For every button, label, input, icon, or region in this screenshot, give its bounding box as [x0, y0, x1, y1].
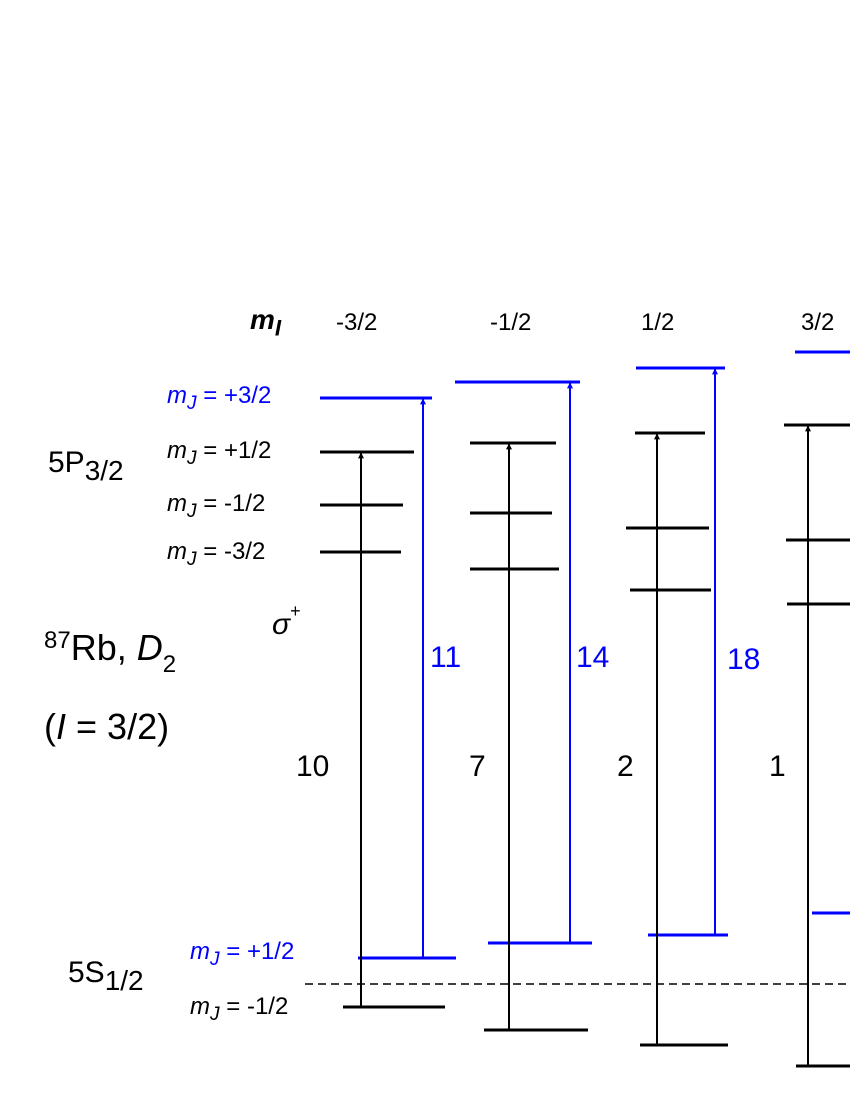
atom-label: 87Rb, D2 — [44, 627, 176, 677]
excited-mJ-label-plus-3-2: mJ = +3/2 — [167, 384, 271, 413]
mJ-subscript: J — [187, 548, 197, 570]
mJ-symbol: m — [167, 437, 187, 464]
ground-mJ-label-minus-1-2: mJ = -1/2 — [190, 995, 288, 1024]
mI-header: mI — [250, 306, 281, 340]
sigma-superscript: + — [290, 601, 301, 621]
ground-state-label: 5S1/2 — [68, 956, 144, 995]
mJ-value: = -3/2 — [196, 538, 266, 565]
mJ-symbol: m — [190, 993, 210, 1020]
mI-value-col-1: -3/2 — [336, 309, 378, 336]
mJ-symbol: m — [190, 938, 210, 965]
column-mI-plus-1-2 — [626, 366, 728, 1047]
polarization-label: σ+ — [272, 602, 301, 641]
excited-mJ-label-minus-1-2: mJ = -1/2 — [167, 492, 265, 521]
column-mI-minus-3-2 — [320, 396, 456, 1009]
mI-value-col-3: 1/2 — [641, 309, 675, 336]
strength-black-col-3: 2 — [617, 750, 634, 783]
atom-element: Rb, — [70, 627, 137, 668]
nuclear-spin-label: (I = 3/2) — [44, 709, 169, 745]
excited-mJ-label-plus-1-2: mJ = +1/2 — [167, 439, 271, 468]
mJ-symbol: m — [167, 382, 187, 409]
mJ-value: = +3/2 — [196, 382, 272, 409]
mJ-subscript: J — [187, 500, 197, 522]
mJ-value: = -1/2 — [196, 490, 266, 517]
column-mI-plus-3-2 — [784, 350, 850, 1068]
sigma-symbol: σ — [272, 608, 291, 641]
nuclear-spin-symbol: I — [56, 706, 67, 747]
mJ-symbol: m — [167, 490, 187, 517]
excited-state-label: 5P3/2 — [48, 446, 124, 485]
mJ-subscript: J — [210, 948, 220, 970]
strength-blue-col-2: 14 — [576, 641, 610, 674]
mJ-subscript: J — [210, 1003, 220, 1025]
strength-blue-col-3: 18 — [727, 643, 761, 676]
atom-line: D — [136, 627, 163, 668]
strength-black-col-2: 7 — [469, 750, 486, 783]
strength-black-col-4: 1 — [769, 750, 786, 783]
ground-state-prefix: 5S — [68, 956, 105, 989]
nuclear-spin-value: = 3/2) — [66, 706, 170, 747]
ground-state-subscript: 1/2 — [104, 965, 144, 996]
mJ-subscript: J — [187, 392, 197, 414]
mI-subscript: I — [274, 315, 282, 341]
mI-value-col-2: -1/2 — [490, 309, 532, 336]
excited-mJ-label-minus-3-2: mJ = -3/2 — [167, 540, 265, 569]
column-mI-minus-1-2 — [455, 380, 592, 1032]
strength-blue-col-1: 11 — [430, 641, 462, 674]
mJ-value: = -1/2 — [219, 993, 289, 1020]
atom-mass-number: 87 — [44, 627, 71, 654]
mI-value-col-4: 3/2 — [801, 309, 835, 336]
mJ-value: = +1/2 — [219, 938, 295, 965]
mJ-value: = +1/2 — [196, 437, 272, 464]
atom-line-subscript: 2 — [162, 651, 177, 678]
mJ-symbol: m — [167, 538, 187, 565]
excited-state-subscript: 3/2 — [84, 455, 124, 486]
strength-black-col-1: 10 — [296, 750, 330, 783]
mJ-subscript: J — [187, 447, 197, 469]
ground-mJ-label-plus-1-2: mJ = +1/2 — [190, 940, 294, 969]
nuclear-spin-open: ( — [44, 706, 56, 747]
mI-symbol: m — [250, 304, 275, 335]
excited-state-prefix: 5P — [48, 446, 85, 479]
